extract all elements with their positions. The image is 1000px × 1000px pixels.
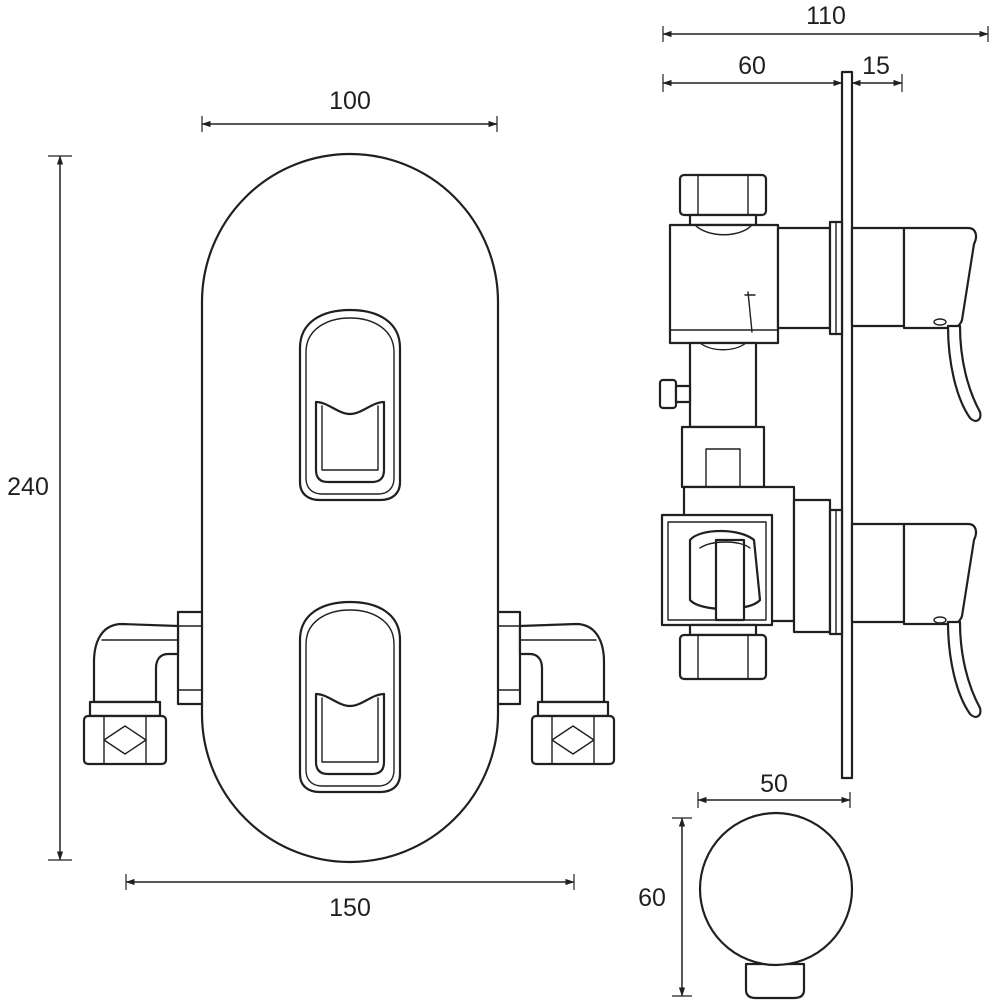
side-middle-shaft xyxy=(680,341,766,489)
dim-label-outlet-height: 60 xyxy=(638,884,666,912)
dimension-lines xyxy=(48,26,989,997)
side-check-knob xyxy=(658,378,692,410)
side-upper-valve-body xyxy=(668,220,844,345)
side-upper-lever xyxy=(850,226,982,422)
side-lower-valve-body xyxy=(660,485,844,636)
front-view xyxy=(82,152,616,864)
side-top-nut xyxy=(678,173,768,227)
dim-label-side-overall-depth: 110 xyxy=(806,2,846,30)
dimension-labels: 100 240 150 110 60 15 50 60 xyxy=(7,2,890,922)
front-faceplate xyxy=(200,152,500,864)
dim-label-front-overall-width: 150 xyxy=(329,894,371,922)
front-lower-lever xyxy=(298,600,402,794)
side-view xyxy=(658,70,982,780)
front-right-inlet-fitting xyxy=(492,610,616,766)
side-wall-plate xyxy=(840,70,854,780)
dim-label-outlet-width: 50 xyxy=(760,770,788,798)
outlet-detail xyxy=(698,811,854,1000)
side-lower-lever xyxy=(850,522,982,718)
front-left-inlet-fitting xyxy=(82,610,206,766)
side-bottom-nut xyxy=(678,623,768,681)
dim-label-front-plate-width: 100 xyxy=(329,87,371,115)
front-upper-lever xyxy=(298,308,402,502)
dim-label-front-plate-height: 240 xyxy=(7,473,49,501)
dim-label-side-plate-projection: 15 xyxy=(862,52,890,80)
dim-label-side-body-depth: 60 xyxy=(738,52,766,80)
